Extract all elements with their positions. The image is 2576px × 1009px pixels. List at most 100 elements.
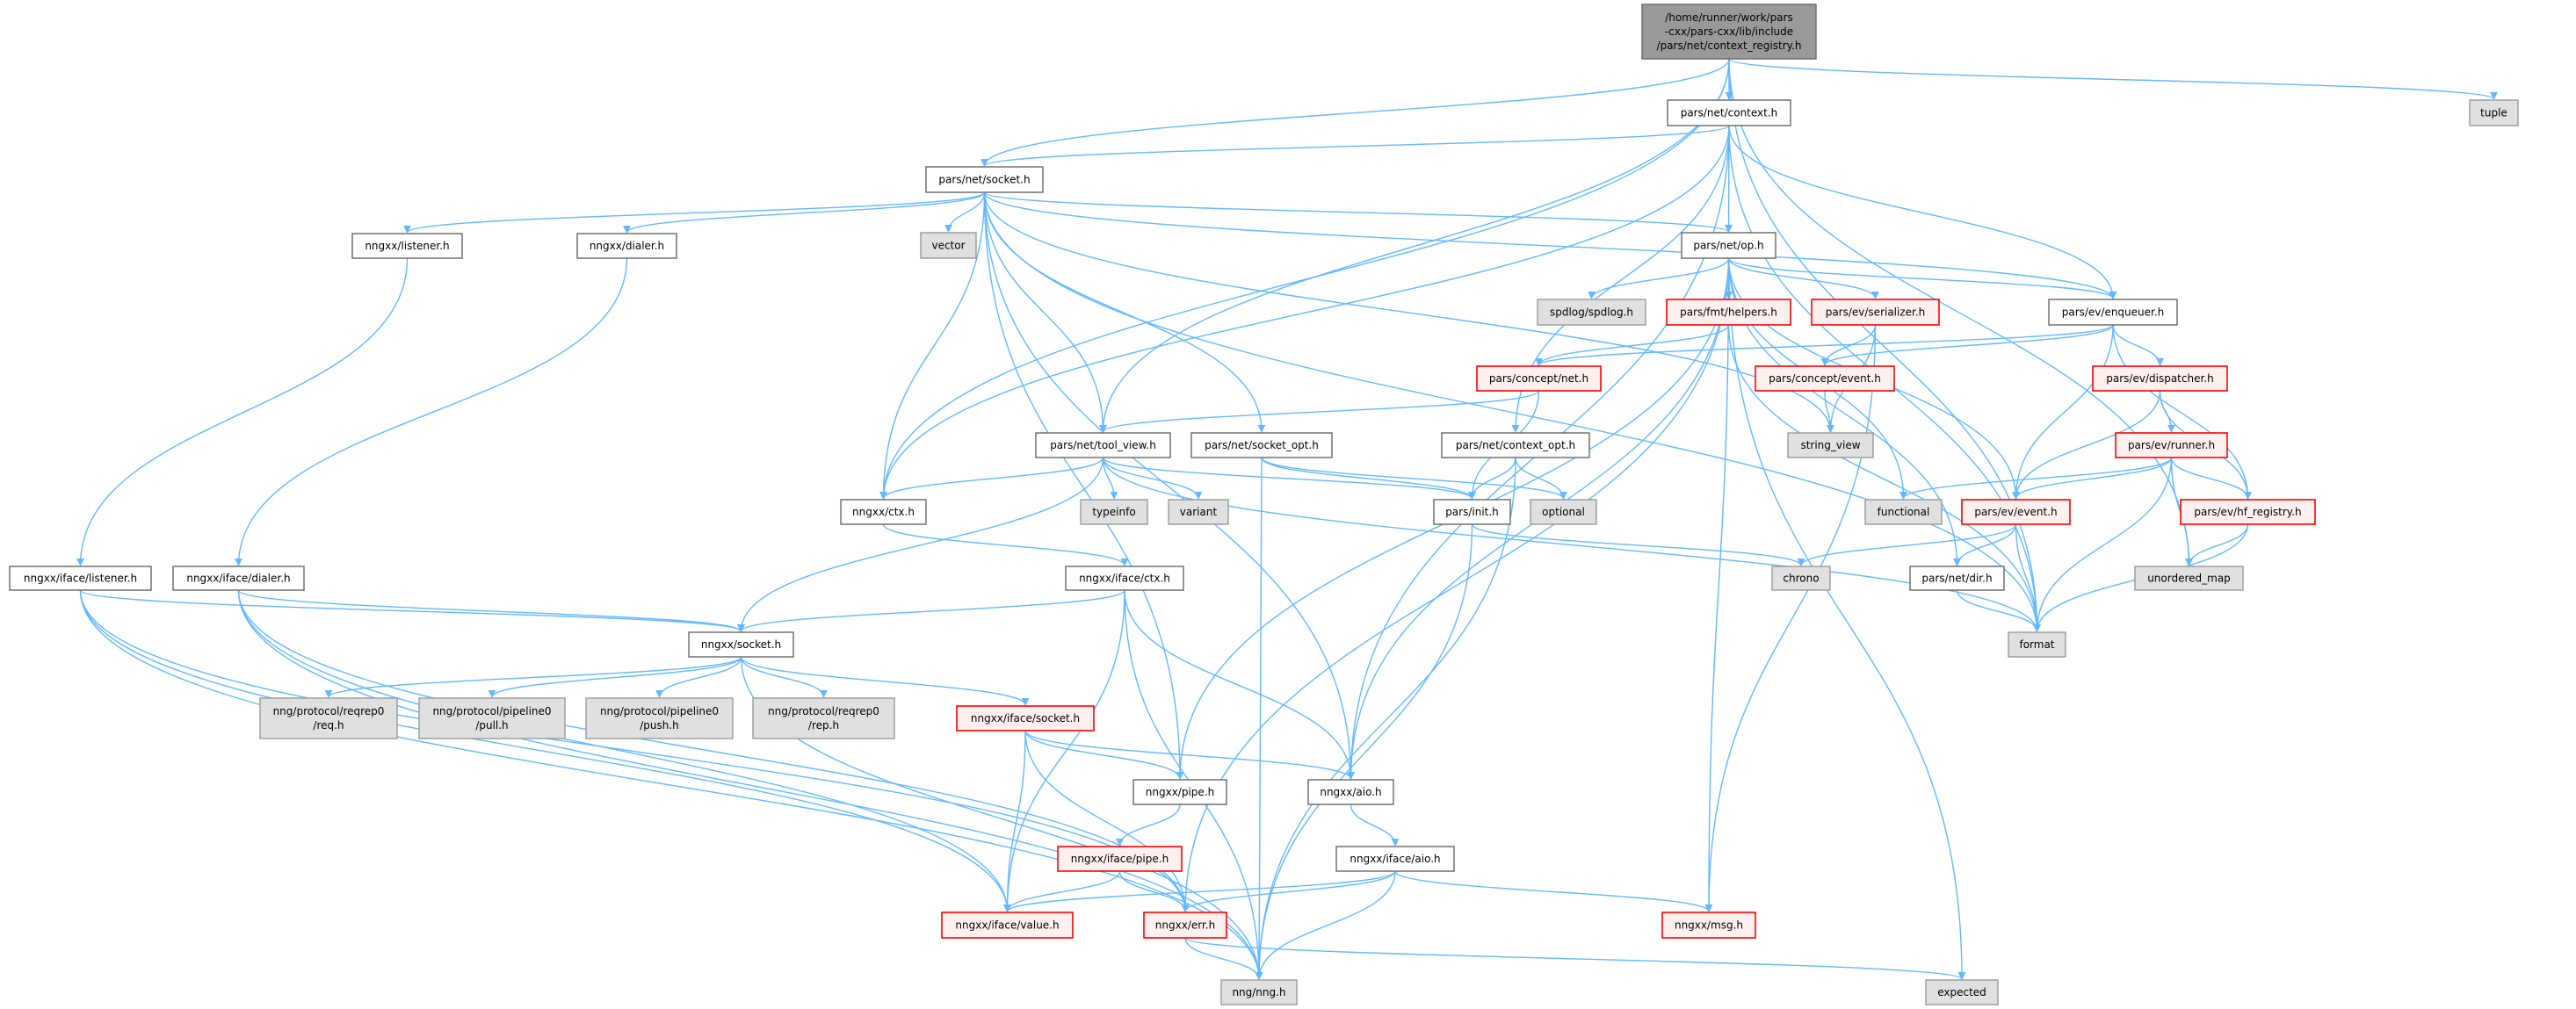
node-nsocket[interactable]: nngxx/socket.h: [688, 631, 794, 658]
node-box: [172, 566, 305, 591]
node-label: nngxx/iface/dialer.h: [186, 573, 290, 585]
edge-toolview-to-format: [1102, 457, 2041, 632]
node-label: expected: [1937, 986, 1986, 998]
node-ictx[interactable]: nngxx/iface/ctx.h: [1065, 566, 1184, 591]
node-label: pars/ev/serializer.h: [1826, 306, 1926, 319]
edge-nsocket-to-req: [324, 656, 742, 698]
node-ctxopt[interactable]: pars/net/context_opt.h: [1441, 432, 1590, 458]
node-cnet[interactable]: pars/concept/net.h: [1476, 365, 1602, 392]
node-label: nngxx/msg.h: [1675, 919, 1743, 932]
node-label: -cxx/pars-cxx/lib/include: [1665, 25, 1793, 38]
edge-isocket-to-value: [1003, 730, 1026, 912]
node-ipipe[interactable]: nngxx/iface/pipe.h: [1057, 846, 1183, 872]
edge-err-to-expected: [1184, 937, 1966, 980]
node-box: [9, 566, 152, 591]
node-serializer[interactable]: pars/ev/serializer.h: [1811, 299, 1940, 326]
node-runner[interactable]: pars/ev/runner.h: [2115, 432, 2228, 458]
node-label: pars/net/socket_opt.h: [1205, 439, 1319, 451]
edge-context-to-socket: [980, 125, 1730, 167]
edge-iaio-to-value: [1003, 870, 1396, 912]
node-box: [1666, 299, 1791, 326]
node-event[interactable]: pars/ev/event.h: [1961, 499, 2071, 525]
edge-runner-to-event: [2012, 457, 2173, 500]
edge-sockopt-to-optional: [1261, 457, 1567, 500]
node-label: pars/net/context_opt.h: [1456, 439, 1575, 451]
node-label: nngxx/iface/ctx.h: [1079, 573, 1170, 585]
node-sockopt[interactable]: pars/net/socket_opt.h: [1190, 432, 1333, 458]
edge-ictx-to-value: [1003, 589, 1125, 912]
node-helpers[interactable]: pars/fmt/helpers.h: [1666, 299, 1791, 326]
node-label: pars/ev/dispatcher.h: [2106, 372, 2213, 385]
node-hfreg[interactable]: pars/ev/hf_registry.h: [2180, 499, 2316, 525]
node-root[interactable]: /home/runner/work/pars-cxx/pars-cxx/lib/…: [1641, 4, 1817, 60]
node-label: pars/ev/hf_registry.h: [2194, 506, 2301, 518]
node-label: nngxx/iface/listener.h: [24, 573, 137, 585]
node-pipe[interactable]: nngxx/pipe.h: [1132, 779, 1227, 805]
node-spdlog: spdlog/spdlog.h: [1537, 299, 1646, 326]
node-value[interactable]: nngxx/iface/value.h: [941, 912, 1074, 939]
node-msg[interactable]: nngxx/msg.h: [1661, 912, 1756, 939]
node-enqueuer[interactable]: pars/ev/enqueuer.h: [2048, 299, 2178, 326]
node-aio[interactable]: nngxx/aio.h: [1307, 779, 1394, 805]
node-ctx[interactable]: nngxx/ctx.h: [840, 499, 927, 525]
edge-ilistener-to-nsocket: [79, 589, 745, 632]
node-label: /push.h: [640, 719, 679, 732]
node-box: [1961, 499, 2071, 525]
node-label: /req.h: [313, 719, 344, 732]
node-socket[interactable]: pars/net/socket.h: [925, 166, 1044, 193]
edge-runner-to-format: [2033, 457, 2173, 632]
node-init[interactable]: pars/init.h: [1433, 499, 1511, 525]
node-push: nng/protocol/pipeline0/push.h: [585, 697, 734, 739]
edge-init-to-chrono: [1471, 523, 1805, 566]
node-req: nng/protocol/reqrep0/req.h: [259, 697, 398, 739]
node-toolview[interactable]: pars/net/tool_view.h: [1035, 432, 1171, 458]
node-err[interactable]: nngxx/err.h: [1143, 912, 1227, 939]
node-context[interactable]: pars/net/context.h: [1667, 99, 1791, 126]
edge-event-to-dir: [1953, 523, 2017, 566]
node-label: pars/net/context.h: [1681, 107, 1778, 119]
node-idialer[interactable]: nngxx/iface/dialer.h: [172, 566, 305, 591]
node-box: [1476, 365, 1602, 392]
node-box: [1168, 499, 1229, 525]
node-label: nngxx/listener.h: [365, 240, 449, 252]
edge-root-to-tuple: [1728, 58, 2498, 100]
edge-enqueuer-to-dispatcher: [2112, 324, 2164, 366]
node-cevent[interactable]: pars/concept/event.h: [1755, 365, 1895, 392]
edge-idialer-to-value: [237, 589, 1011, 912]
edge-iaio-to-msg: [1394, 870, 1713, 912]
edge-ctx-to-ictx: [882, 523, 1129, 566]
node-format: format: [2008, 631, 2066, 658]
node-label: nng/protocol/reqrep0: [273, 705, 385, 717]
edge-root-to-ctx: [879, 58, 1730, 500]
node-listener[interactable]: nngxx/listener.h: [351, 233, 463, 259]
node-dialer[interactable]: nngxx/dialer.h: [576, 233, 677, 259]
edge-sockopt-to-init: [1261, 457, 1476, 500]
node-label: nngxx/iface/value.h: [955, 919, 1059, 932]
edge-enqueuer-to-hfreg: [2112, 324, 2252, 500]
node-ilistener[interactable]: nngxx/iface/listener.h: [9, 566, 152, 591]
node-label: /pars/net/context_registry.h: [1657, 40, 1802, 52]
edge-dispatcher-to-event: [2012, 390, 2161, 500]
node-isocket[interactable]: nngxx/iface/socket.h: [956, 705, 1095, 732]
edge-cevent-to-stringview: [1824, 390, 1834, 433]
node-label: typeinfo: [1092, 506, 1135, 518]
node-iaio[interactable]: nngxx/iface/aio.h: [1335, 846, 1455, 872]
edge-root-to-toolview: [1099, 58, 1730, 433]
node-box: [1132, 779, 1227, 805]
node-box: [1220, 979, 1298, 1005]
node-op[interactable]: pars/net/op.h: [1681, 232, 1776, 259]
node-label: vector: [931, 240, 965, 252]
edges-layer: [76, 58, 2498, 980]
node-box: [259, 697, 398, 739]
node-box: [1307, 779, 1394, 805]
node-label: pars/concept/event.h: [1769, 372, 1881, 385]
node-dispatcher[interactable]: pars/ev/dispatcher.h: [2092, 365, 2228, 392]
node-box: [585, 697, 734, 739]
node-tuple: tuple: [2469, 99, 2519, 126]
node-label: nngxx/iface/pipe.h: [1071, 853, 1169, 865]
edge-dialer-to-idialer: [235, 257, 628, 566]
node-box: [1667, 99, 1791, 126]
edge-isocket-to-err: [1024, 730, 1190, 912]
node-dir[interactable]: pars/net/dir.h: [1909, 566, 2005, 591]
edge-err-to-nng: [1184, 937, 1263, 980]
